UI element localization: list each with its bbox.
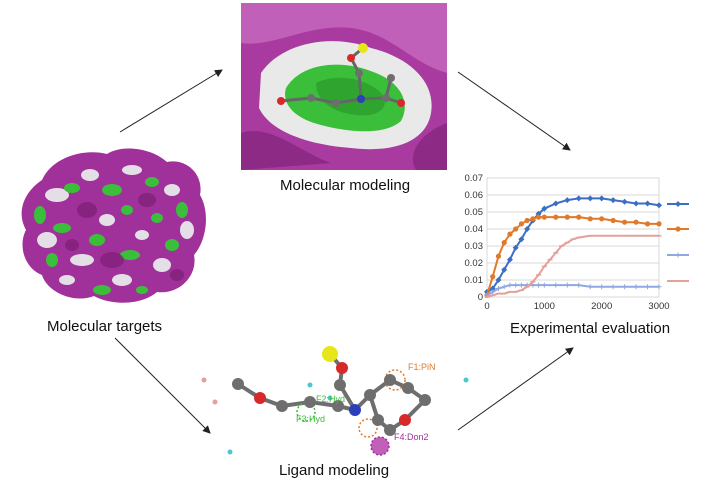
series-2-point bbox=[530, 216, 536, 222]
series-2-point bbox=[564, 214, 570, 220]
series-1-point bbox=[495, 277, 502, 283]
feature-label-f1: F1:PiN bbox=[408, 362, 436, 372]
x-tick-label: 2000 bbox=[591, 301, 612, 312]
y-tick-label: 0.03 bbox=[465, 241, 484, 252]
docking-pocket-image bbox=[241, 3, 447, 170]
series-2-point bbox=[553, 214, 559, 220]
y-tick-label: 0.04 bbox=[465, 224, 484, 235]
pharmacophore-sphere bbox=[296, 402, 316, 422]
series-3-point bbox=[518, 282, 524, 288]
series-2-point bbox=[518, 221, 524, 227]
series-2-point bbox=[501, 240, 507, 246]
y-tick-label: 0.02 bbox=[465, 258, 484, 269]
series-3-point bbox=[656, 284, 662, 290]
series-1-point bbox=[633, 200, 640, 207]
feature-label-f3: F3:Hyd bbox=[296, 414, 325, 424]
y-tick-label: 0 bbox=[478, 292, 483, 303]
legend-marker-1 bbox=[675, 201, 681, 207]
y-tick-label: 0.05 bbox=[465, 207, 484, 218]
y-tick-label: 0.01 bbox=[465, 275, 484, 286]
arrow-targets-to-modeling bbox=[119, 69, 223, 133]
ligand-modeling-label: Ligand modeling bbox=[279, 462, 390, 479]
pharmacophore-sphere bbox=[358, 418, 378, 438]
pharmacophore-image: F1:PiN F2:Hyd F3:Hyd F4:Don2 bbox=[201, 346, 469, 456]
x-tick-label: 3000 bbox=[648, 301, 669, 312]
series-2-point bbox=[541, 214, 547, 220]
series-1-point bbox=[489, 285, 496, 292]
series-3-point bbox=[576, 282, 582, 288]
series-2-point bbox=[587, 216, 593, 222]
series-3-point bbox=[564, 282, 570, 288]
series-3-point bbox=[513, 282, 519, 288]
series-3-point bbox=[501, 284, 507, 290]
series-2-point bbox=[633, 219, 639, 225]
series-1-point bbox=[501, 266, 508, 273]
series-2-point bbox=[622, 219, 628, 225]
series-3-point bbox=[541, 282, 547, 288]
series-3-point bbox=[645, 284, 651, 290]
feature-label-f4: F4:Don2 bbox=[394, 432, 429, 442]
y-tick-label: 0.06 bbox=[465, 190, 484, 201]
series-1-point bbox=[587, 195, 594, 202]
series-2-point bbox=[576, 214, 582, 220]
feature-label-f2: F2:Hyd bbox=[316, 394, 345, 404]
series-2-point bbox=[536, 214, 542, 220]
series-3-point bbox=[622, 284, 628, 290]
series-1-point bbox=[564, 197, 571, 204]
arrow-ligand-to-evaluation bbox=[457, 347, 574, 431]
series-1-point bbox=[552, 200, 559, 207]
molecular-modeling-label: Molecular modeling bbox=[280, 177, 411, 194]
arrow-targets-to-ligand bbox=[114, 337, 211, 434]
series-3-point bbox=[587, 284, 593, 290]
series-1-point bbox=[610, 197, 617, 204]
protein-surface-image bbox=[21, 148, 206, 303]
series-2-point bbox=[599, 216, 605, 222]
experimental-chart: 0 0.01 0.02 0.03 0.04 0.05 0.06 0.07 0 1000 2000 3… bbox=[465, 173, 689, 312]
legend-marker-2 bbox=[675, 226, 681, 232]
series-2-point bbox=[513, 226, 519, 232]
x-tick-label: 1000 bbox=[534, 301, 555, 312]
series-3-point bbox=[507, 282, 513, 288]
series-2-point bbox=[507, 231, 513, 237]
series-3-point bbox=[530, 282, 536, 288]
series-1-point bbox=[541, 205, 548, 212]
pharmacophore-sphere bbox=[370, 436, 390, 456]
arrow-modeling-to-evaluation bbox=[457, 71, 571, 151]
series-2-point bbox=[610, 217, 616, 224]
series-1-point bbox=[518, 236, 525, 243]
series-1-point bbox=[621, 198, 628, 205]
series-1-point bbox=[644, 200, 651, 207]
legend-marker-3 bbox=[675, 252, 681, 258]
series-3-point bbox=[490, 289, 496, 295]
series-1-point bbox=[575, 195, 582, 202]
molecular-targets-label: Molecular targets bbox=[47, 318, 163, 335]
series-3-point bbox=[633, 284, 639, 290]
series-2-point bbox=[644, 221, 651, 227]
series-3-point bbox=[610, 284, 616, 290]
series-1-point bbox=[656, 202, 662, 209]
series-1-point bbox=[524, 226, 531, 232]
chart-plot-area bbox=[486, 177, 660, 298]
series-3-point bbox=[553, 282, 559, 288]
experimental-evaluation-label: Experimental evaluation bbox=[510, 320, 671, 337]
x-tick-label: 0 bbox=[484, 301, 489, 312]
series-3-point bbox=[495, 286, 501, 291]
series-3-point bbox=[536, 282, 542, 288]
series-1-point bbox=[598, 195, 605, 202]
series-2-point bbox=[656, 221, 662, 227]
series-2-point bbox=[524, 217, 530, 224]
series-1-point bbox=[506, 256, 513, 263]
series-2-point bbox=[490, 274, 496, 280]
series-3-point bbox=[599, 284, 605, 290]
series-1-point bbox=[512, 244, 519, 251]
pharmacophore-sphere bbox=[384, 369, 406, 391]
series-2-point bbox=[495, 253, 502, 259]
y-tick-label: 0.07 bbox=[465, 173, 484, 184]
